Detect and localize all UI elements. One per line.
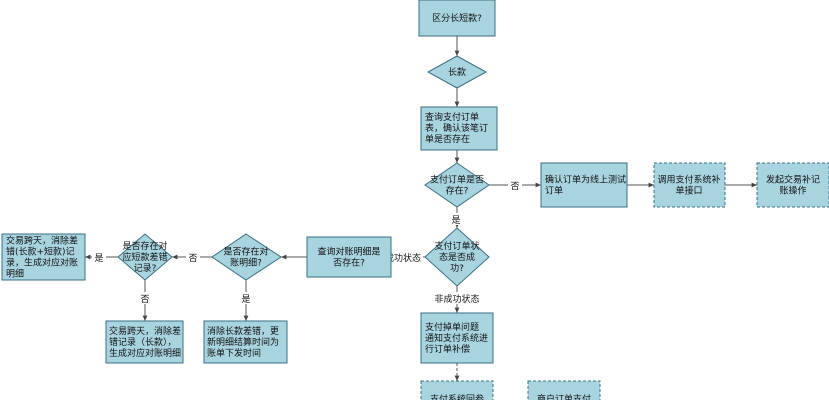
node-label-line: 订单 [545,185,563,197]
node-confirm-test [540,162,628,208]
edge-label-no: 否 [188,253,197,264]
node-start-label: 区分长短款? [432,12,482,24]
node-label-line: 存在? [446,185,469,197]
node-label-line: 账单下发时间 [207,347,261,359]
node-label-line: 记录? [134,263,157,274]
node-call-interface-label: 调用支付系统补单接口 [657,174,720,197]
edge-label-fail: 非成功状态 [434,293,479,305]
node-label-line: 支付订单状 [434,240,479,252]
node-texts: 区分长短款? 长款 查询支付订单表，确认该笔订单是否存在 支付订单是否存在? 确… [6,12,820,400]
edge-label-yes: 是 [241,294,250,305]
edge-label-success: 成功状态 [385,252,421,264]
node-label-line: 错记录（长款）， [109,336,177,348]
node-label-line: 功? [450,263,464,274]
node-cross-day [1,233,86,281]
node-label-line: 行订单补偿 [425,343,470,355]
node-label-line: 态是否成 [439,251,475,263]
node-label-line: 账明细? [230,257,262,269]
node-order-exists [424,162,490,208]
node-label-line: 单是否存在 [425,133,470,145]
node-label-line: 消除长款差错，更 [207,325,279,337]
node-bottom-right-label: 商户订单支付 [537,393,591,400]
node-label-line: 错(长款+短款)记 [6,246,75,258]
node-detail-exists-label: 是否存在对账明细? [223,246,268,269]
node-label-line: 新明细结算时间为 [207,336,279,348]
node-label-line: 交易跨天，消除差 [109,325,181,337]
node-label-line: 查询对账明细是 [317,246,380,258]
node-label-line: 通知支付系统进 [425,332,488,344]
node-eliminate [203,320,288,364]
node-notify [420,312,494,364]
node-label-line: 区分长短款? [432,12,482,24]
node-label-line: 账操作 [779,185,806,197]
node-query-detail-label: 查询对账明细是否存在? [317,246,380,269]
node-label-line: 查询支付订单 [425,111,479,123]
node-cross-day-label: 交易跨天，消除差错(长款+短款)记录，生成对应对账明细 [6,235,78,280]
node-order-status [424,227,490,287]
node-trigger-fix-label: 发起交易补记账操作 [766,174,820,197]
node-label-line: 是否存在对 [122,240,167,252]
node-label-line: 表，确认该笔订 [425,122,488,134]
node-eliminate-label: 消除长款差错，更新明细结算时间为账单下发时间 [207,325,279,359]
node-detail-exists [211,233,282,281]
node-long [426,55,488,89]
node-long-label: 长款 [448,66,466,78]
edge-labels: 否 是 成功状态 非成功状态 否 是 是 否 [92,179,522,305]
node-query-order-label: 查询支付订单表，确认该笔订单是否存在 [425,111,488,145]
node-bottom-left [420,380,494,400]
node-label-line: 商户订单支付 [537,393,591,400]
node-label-line: 交易跨天，消除差 [6,235,78,247]
node-trigger-fix [756,162,829,208]
node-order-status-label: 支付订单状态是否成功? [434,240,479,274]
node-gen-detail-label: 交易跨天，消除差错记录（长款），生成对应对账明细 [109,325,181,359]
node-label-line: 发起交易补记 [766,174,820,186]
node-start [418,0,496,37]
node-label-line: 长款 [448,66,466,78]
edge-label-yes: 是 [451,215,460,226]
edge-label-no: 否 [510,181,519,192]
node-gen-detail [105,320,184,364]
node-label-line: 是否存在对 [223,246,268,258]
node-label-line: 调用支付系统补 [657,174,720,186]
node-label-line: 支付系统回参 [430,393,484,400]
node-label-line: 否存在? [333,257,365,269]
node-label-line: 生成对应对账明细 [109,347,181,359]
node-order-exists-label: 支付订单是否存在? [430,174,484,197]
node-label-line: 支付掉单问题 [425,321,479,333]
node-short-diff-label: 是否存在对应短款差错记录? [122,240,167,274]
node-bottom-right [527,380,601,400]
node-call-interface [653,162,726,208]
node-label-line: 确认订单为线上测试 [545,174,626,186]
node-query-order [420,106,498,151]
node-bottom-left-label: 支付系统回参 [430,393,484,400]
node-label-line: 单接口 [675,185,702,197]
edge-label-no: 否 [140,294,149,305]
node-label-line: 明细 [6,268,24,280]
node-confirm-test-label: 确认订单为线上测试订单 [545,174,626,197]
node-notify-label: 支付掉单问题通知支付系统进行订单补偿 [425,321,488,355]
node-query-detail [306,236,392,278]
edge-label-yes: 是 [94,253,103,264]
node-label-line: 录，生成对应对账 [6,257,78,269]
node-short-diff [117,233,173,281]
node-label-line: 支付订单是否 [430,174,484,186]
node-label-line: 应短款差错 [122,251,167,263]
